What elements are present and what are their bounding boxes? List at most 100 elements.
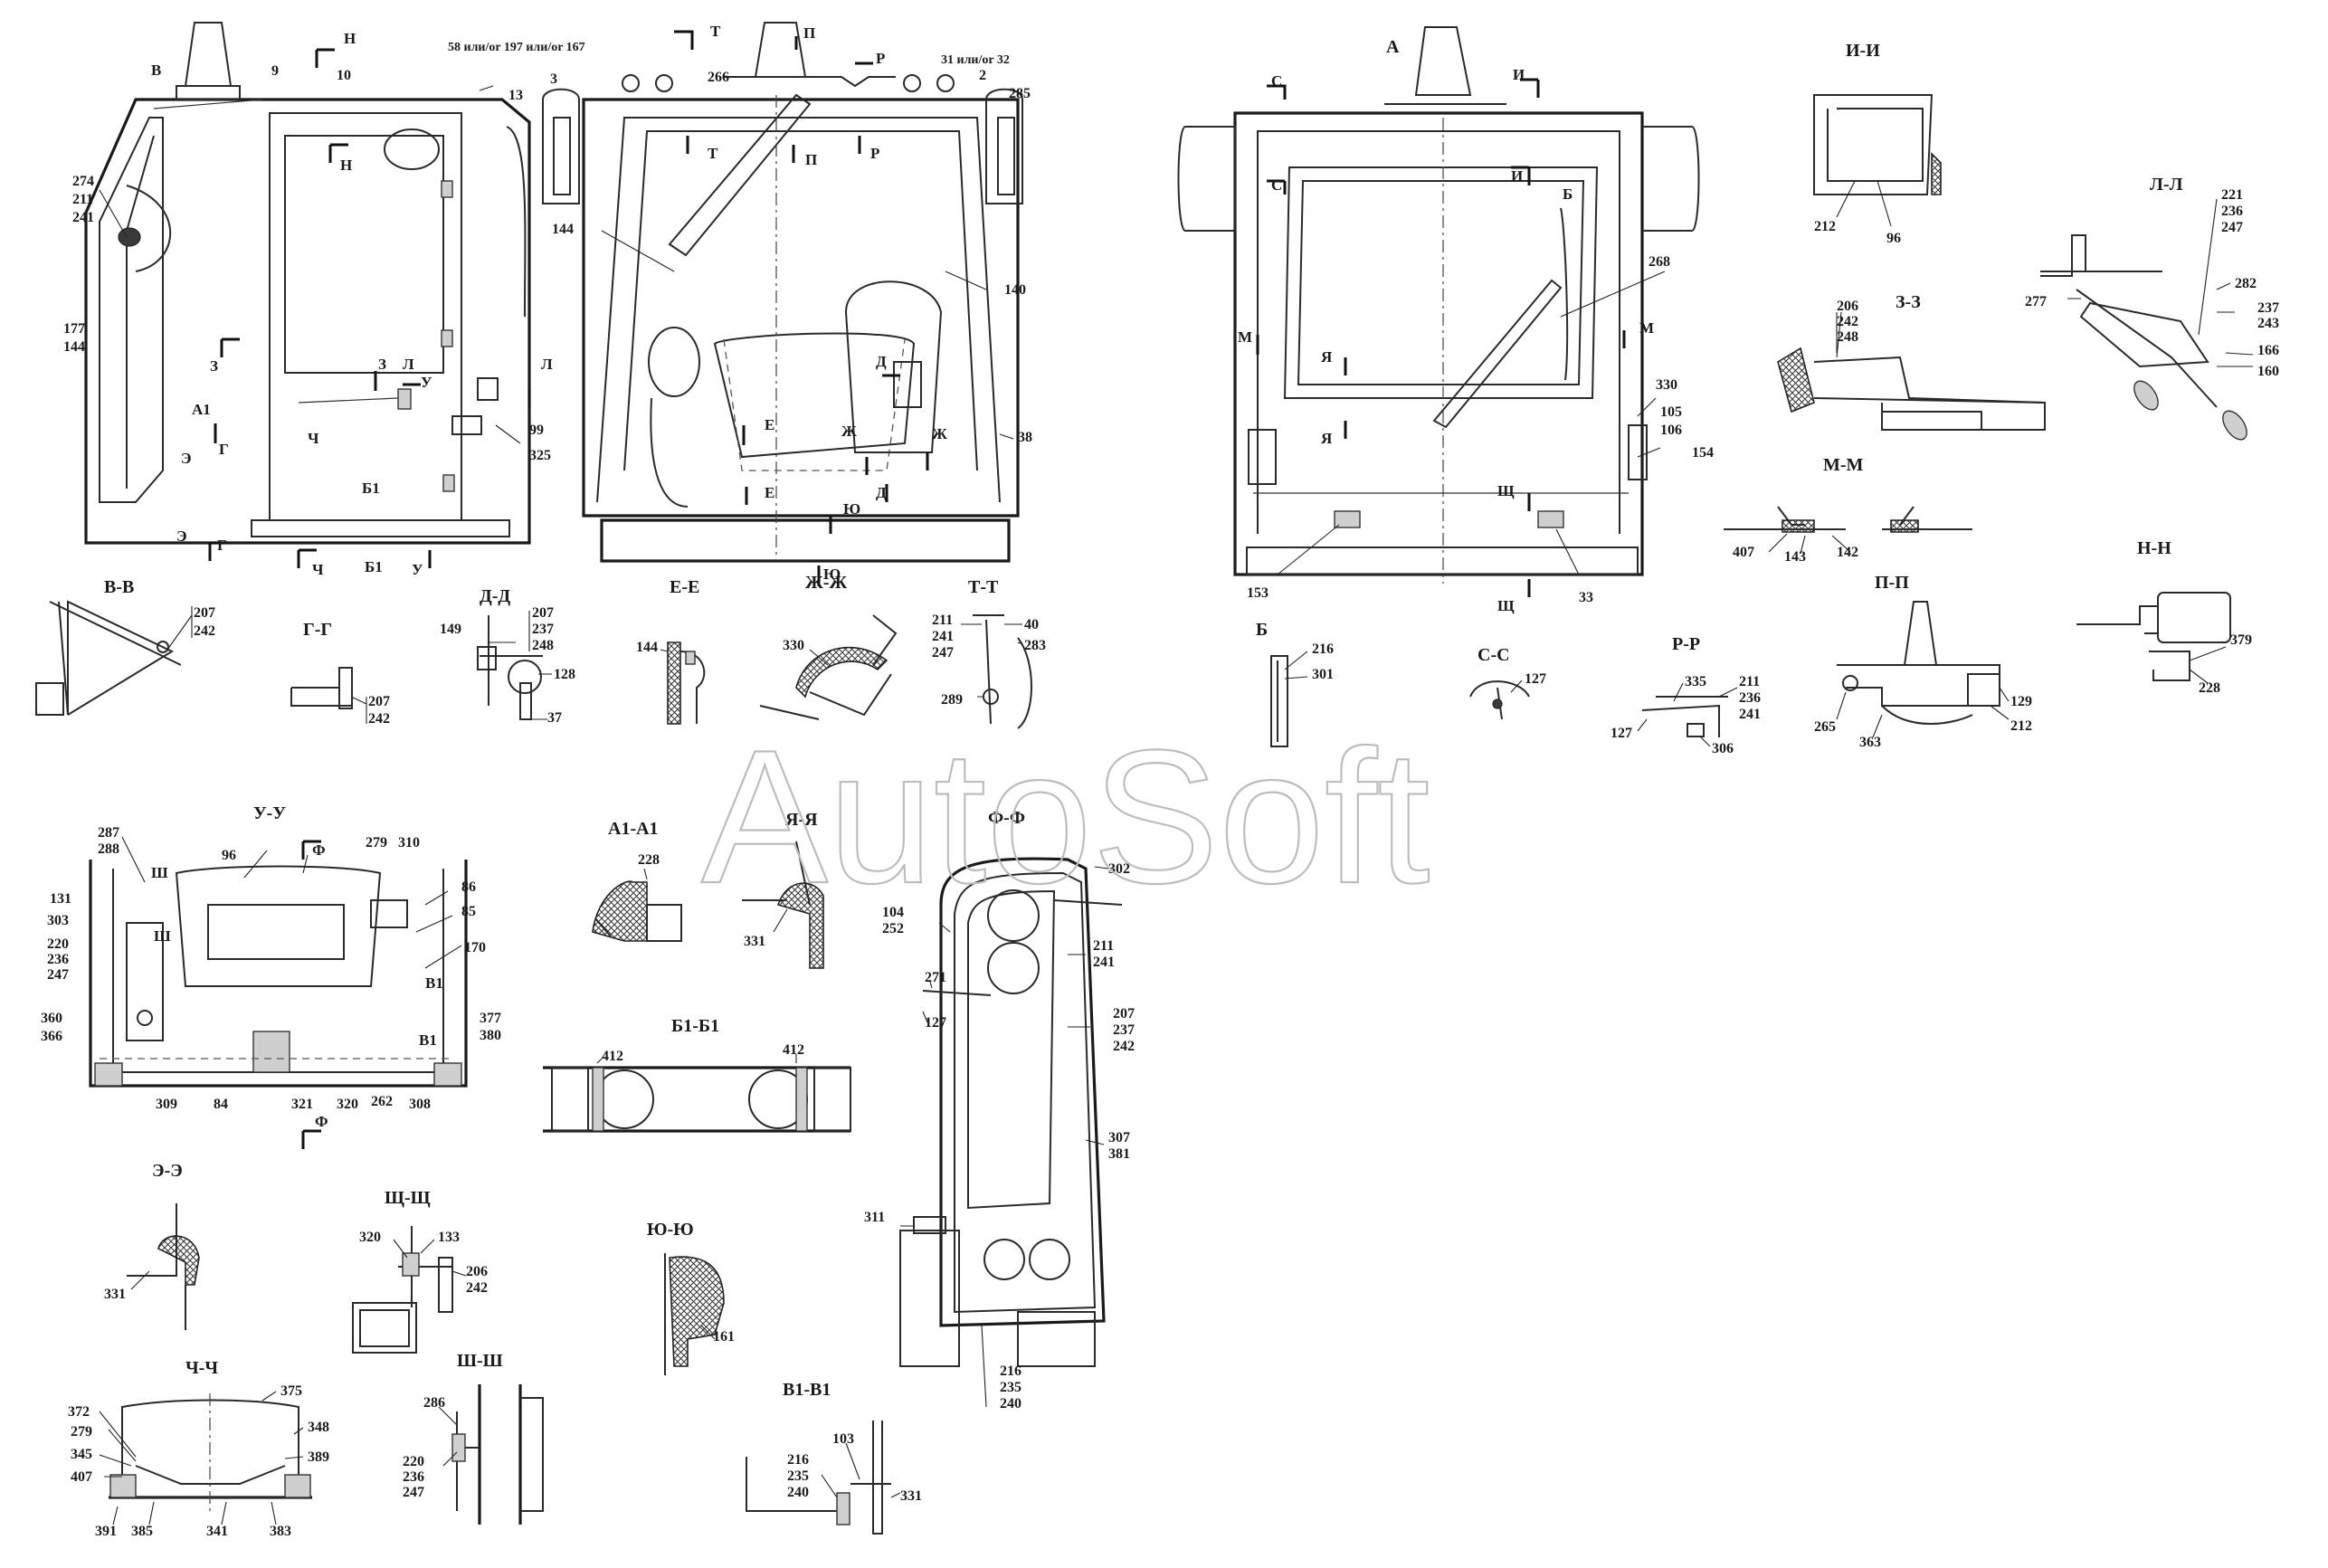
svg-text:268: 268 <box>1649 254 1670 270</box>
svg-text:247: 247 <box>47 967 69 983</box>
svg-text:Д: Д <box>876 353 887 370</box>
svg-text:З-З: З-З <box>1896 292 1921 312</box>
svg-text:У: У <box>412 561 423 578</box>
svg-text:363: 363 <box>1859 735 1881 750</box>
svg-text:96: 96 <box>222 848 236 863</box>
svg-text:236: 236 <box>403 1469 424 1485</box>
svg-text:В: В <box>151 62 161 79</box>
svg-text:391: 391 <box>95 1524 117 1539</box>
section-vv: В-В 207 242 <box>35 577 215 716</box>
svg-text:383: 383 <box>270 1524 291 1539</box>
svg-text:Т: Т <box>708 145 718 162</box>
svg-text:Д: Д <box>876 484 887 501</box>
svg-text:221: 221 <box>2221 187 2243 203</box>
svg-text:335: 335 <box>1685 674 1706 689</box>
svg-text:235: 235 <box>787 1468 809 1484</box>
svg-text:84: 84 <box>214 1097 228 1112</box>
svg-text:П: П <box>805 151 817 168</box>
svg-text:А1: А1 <box>192 401 211 418</box>
svg-text:40: 40 <box>1024 617 1039 632</box>
svg-text:58 или/or 197 или/or 167: 58 или/or 197 или/or 167 <box>448 41 585 54</box>
section-shch: Щ-Щ 320 133 206 242 <box>352 1188 488 1354</box>
svg-text:131: 131 <box>50 891 71 907</box>
svg-text:285: 285 <box>1009 86 1031 101</box>
svg-text:211: 211 <box>1739 674 1760 689</box>
rear-view <box>542 22 1023 586</box>
svg-text:В1: В1 <box>425 974 443 992</box>
svg-text:М: М <box>1238 328 1252 346</box>
svg-text:306: 306 <box>1712 741 1734 756</box>
svg-text:241: 241 <box>1739 707 1761 722</box>
svg-text:247: 247 <box>403 1485 424 1500</box>
svg-text:З: З <box>210 357 218 375</box>
svg-text:228: 228 <box>638 852 660 868</box>
svg-text:331: 331 <box>744 934 765 949</box>
svg-text:237: 237 <box>532 622 554 637</box>
svg-text:Э: Э <box>181 450 192 467</box>
svg-text:262: 262 <box>371 1094 393 1109</box>
svg-text:207: 207 <box>1113 1006 1135 1022</box>
section-dd: Д-Д 149 207 237 248 128 37 <box>440 586 575 726</box>
section-yaya: Я-Я 331 <box>742 810 824 969</box>
section-yuyu: Ю-Ю 161 <box>647 1220 735 1375</box>
svg-text:Е-Е: Е-Е <box>670 577 699 597</box>
svg-text:247: 247 <box>932 645 954 660</box>
svg-text:З: З <box>378 356 386 373</box>
svg-text:237: 237 <box>2257 300 2279 316</box>
svg-text:86: 86 <box>461 879 476 895</box>
svg-text:303: 303 <box>47 913 69 928</box>
svg-text:247: 247 <box>2221 220 2243 235</box>
svg-text:289: 289 <box>941 692 963 708</box>
svg-text:220: 220 <box>47 936 69 952</box>
svg-text:207: 207 <box>194 605 215 621</box>
svg-text:345: 345 <box>71 1447 92 1462</box>
svg-text:287: 287 <box>98 825 119 841</box>
svg-text:360: 360 <box>41 1011 62 1026</box>
svg-text:206: 206 <box>466 1264 488 1279</box>
svg-text:9: 9 <box>271 63 279 79</box>
section-ee2: Э-Э 331 <box>104 1161 200 1330</box>
svg-text:38: 38 <box>1018 430 1032 445</box>
svg-text:325: 325 <box>529 448 551 463</box>
svg-text:142: 142 <box>1837 545 1858 560</box>
svg-text:407: 407 <box>1733 545 1754 560</box>
svg-text:104: 104 <box>882 905 904 920</box>
svg-text:144: 144 <box>636 640 658 655</box>
svg-text:320: 320 <box>359 1230 381 1245</box>
svg-text:236: 236 <box>1739 690 1761 706</box>
svg-text:2: 2 <box>979 68 986 83</box>
svg-text:240: 240 <box>1000 1396 1021 1411</box>
rear-view-labels: Т П Р 31 или/or 32 2 285 3 266 Т П Р 144… <box>550 23 1032 583</box>
svg-text:96: 96 <box>1886 231 1901 246</box>
svg-text:Ч: Ч <box>308 430 319 447</box>
svg-text:283: 283 <box>1024 638 1046 653</box>
section-mm: М-М 407 143 142 <box>1724 455 1972 565</box>
svg-text:Г-Г: Г-Г <box>303 620 332 640</box>
svg-text:237: 237 <box>1113 1022 1135 1038</box>
svg-text:А: А <box>1386 37 1400 57</box>
svg-text:144: 144 <box>552 222 574 237</box>
svg-text:265: 265 <box>1814 719 1836 735</box>
svg-text:В1: В1 <box>419 1031 437 1049</box>
svg-text:Е: Е <box>765 416 774 433</box>
svg-text:105: 105 <box>1660 404 1682 420</box>
svg-text:271: 271 <box>925 970 946 985</box>
svg-text:307: 307 <box>1108 1130 1130 1145</box>
section-zhzh: Ж-Ж 330 <box>759 573 898 720</box>
svg-text:Н: Н <box>344 30 356 47</box>
svg-text:149: 149 <box>440 622 461 637</box>
section-b1: Б1-Б1 412 412 <box>543 1016 851 1133</box>
svg-text:379: 379 <box>2230 632 2252 648</box>
svg-text:Р: Р <box>870 145 879 162</box>
svg-text:М: М <box>1639 319 1654 337</box>
svg-text:330: 330 <box>783 638 804 653</box>
svg-text:Ж-Ж: Ж-Ж <box>805 573 847 593</box>
svg-text:153: 153 <box>1247 585 1269 601</box>
section-ff: Ф-Ф 302 104 252 211 241 271 127 207 237 … <box>864 808 1135 1411</box>
svg-text:С-С: С-С <box>1478 645 1510 665</box>
section-ll: Л-Л 221 236 247 277 282 237 243 166 160 <box>2025 175 2279 441</box>
svg-text:Р: Р <box>876 50 885 67</box>
svg-text:211: 211 <box>1093 938 1114 954</box>
svg-text:412: 412 <box>783 1042 804 1058</box>
